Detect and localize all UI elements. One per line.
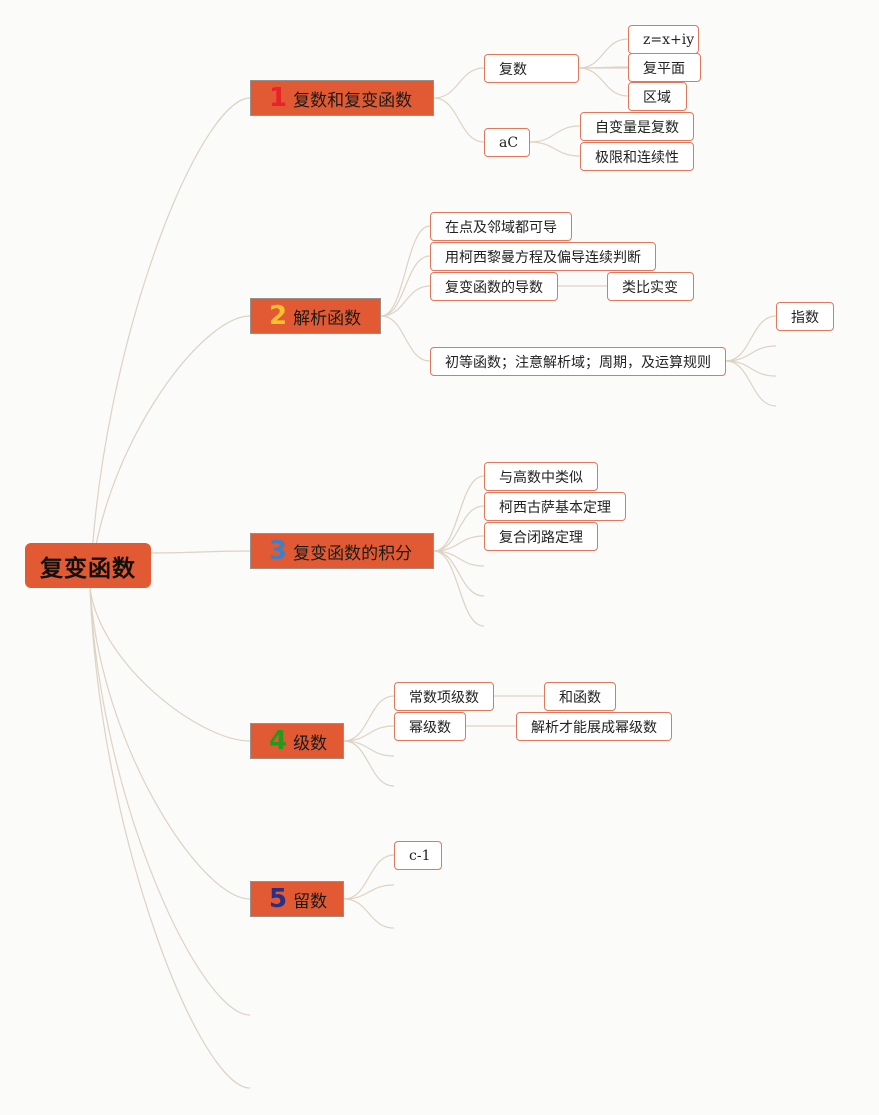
connector-curve [343, 695, 395, 742]
node-label: 区域 [643, 89, 671, 106]
branch-5-number: 5 [269, 884, 288, 914]
branch-1-number: 1 [269, 83, 288, 113]
node-label: c-1 [409, 847, 431, 864]
connector-curve [433, 505, 485, 552]
branch-4-topic[interactable]: 4 级数 [250, 723, 344, 759]
connector-curve [380, 255, 431, 317]
node-cauchy-riemann[interactable]: 用柯西黎曼方程及偏导连续判断 [430, 242, 656, 271]
node-analytic-power-series[interactable]: 解析才能展成幂级数 [516, 712, 672, 741]
connector-curve [343, 725, 395, 742]
node-complex-derivative[interactable]: 复变函数的导数 [430, 272, 558, 301]
node-ac[interactable]: aC [484, 128, 530, 157]
connector-curve [578, 38, 629, 69]
root-topic[interactable]: 复变函数 [25, 543, 151, 588]
node-similar-to-calculus[interactable]: 与高数中类似 [484, 462, 598, 491]
node-label: 常数项级数 [409, 689, 479, 706]
node-label: 复合闭路定理 [499, 529, 583, 546]
node-label: 复平面 [643, 60, 685, 77]
node-compound-contour[interactable]: 复合闭路定理 [484, 522, 598, 551]
branch-4-label: 级数 [293, 733, 328, 754]
connector-curve [343, 854, 395, 900]
node-label: 自变量是复数 [595, 119, 679, 136]
connector-curve [433, 550, 485, 597]
connector-curve [380, 315, 431, 362]
node-power-series[interactable]: 幂级数 [394, 712, 466, 741]
node-label: 解析才能展成幂级数 [531, 719, 657, 736]
node-label: 指数 [791, 309, 819, 326]
branch-1-label: 复数和复变函数 [293, 90, 413, 111]
node-label: 初等函数；注意解析域；周期，及运算规则 [445, 354, 711, 371]
branch-2-number: 2 [269, 301, 288, 331]
connector-curve [433, 475, 485, 552]
root-connector-curve [89, 587, 251, 742]
connector-curve [725, 315, 777, 362]
node-complex-number[interactable]: 复数 [484, 54, 579, 83]
node-label: 柯西古萨基本定理 [499, 499, 611, 516]
connector-curve [433, 97, 485, 143]
connector-curve [433, 535, 485, 552]
node-label: 复变函数的导数 [445, 279, 543, 296]
node-variable-is-complex[interactable]: 自变量是复数 [580, 112, 694, 141]
branch-2-label: 解析函数 [293, 308, 362, 329]
connector-curve [433, 550, 485, 627]
branch-2-topic[interactable]: 2 解析函数 [250, 298, 381, 334]
connector-curve [150, 550, 251, 554]
root-connector-curve [89, 587, 251, 1016]
root-connector-curve [89, 315, 251, 589]
node-constant-series[interactable]: 常数项级数 [394, 682, 494, 711]
node-region[interactable]: 区域 [628, 82, 687, 111]
connector-curve [380, 285, 431, 317]
node-real-analogy[interactable]: 类比实变 [607, 272, 694, 301]
node-label: 极限和连续性 [595, 149, 679, 166]
node-label: 复数 [499, 61, 527, 78]
node-exponential[interactable]: 指数 [776, 302, 834, 331]
node-complex-plane[interactable]: 复平面 [628, 53, 701, 82]
connector-curve [529, 141, 581, 157]
connector-curve [725, 345, 777, 362]
connector-curve [343, 740, 395, 757]
connector-curve [725, 360, 777, 377]
node-label: aC [499, 134, 519, 151]
node-c-minus-1[interactable]: c-1 [394, 841, 442, 870]
node-label: 幂级数 [409, 719, 451, 736]
node-elementary-functions[interactable]: 初等函数；注意解析域；周期，及运算规则 [430, 347, 726, 376]
node-label: z=x+iy [643, 31, 695, 48]
branch-5-topic[interactable]: 5 留数 [250, 881, 344, 917]
connector-curve [343, 740, 395, 787]
branch-5-label: 留数 [293, 891, 328, 912]
connector-curve [433, 550, 485, 567]
root-connector-curve [89, 97, 251, 589]
node-label: 与高数中类似 [499, 469, 583, 486]
node-differentiable-neighborhood[interactable]: 在点及邻域都可导 [430, 212, 572, 241]
connector-curve [725, 360, 777, 407]
connector-curve [529, 125, 581, 143]
connector-curve [380, 225, 431, 317]
connector-curve [578, 67, 629, 97]
connector-curve [433, 67, 485, 99]
connector-curve [343, 898, 395, 929]
node-label: 用柯西黎曼方程及偏导连续判断 [445, 249, 641, 266]
branch-3-topic[interactable]: 3 复变函数的积分 [250, 533, 434, 569]
node-limit-continuity[interactable]: 极限和连续性 [580, 142, 694, 171]
root-connector-curve [89, 587, 251, 900]
root-connector-curve [89, 587, 251, 1089]
branch-1-topic[interactable]: 1 复数和复变函数 [250, 80, 434, 116]
branch-3-label: 复变函数的积分 [293, 543, 413, 564]
node-sum-function[interactable]: 和函数 [544, 682, 616, 711]
branch-4-number: 4 [269, 726, 288, 756]
node-z-form[interactable]: z=x+iy [628, 25, 699, 54]
node-cauchy-goursat[interactable]: 柯西古萨基本定理 [484, 492, 626, 521]
node-label: 和函数 [559, 689, 601, 706]
node-label: 类比实变 [622, 279, 678, 296]
connector-curve [343, 884, 395, 900]
branch-3-number: 3 [269, 536, 288, 566]
node-label: 在点及邻域都可导 [445, 219, 557, 236]
